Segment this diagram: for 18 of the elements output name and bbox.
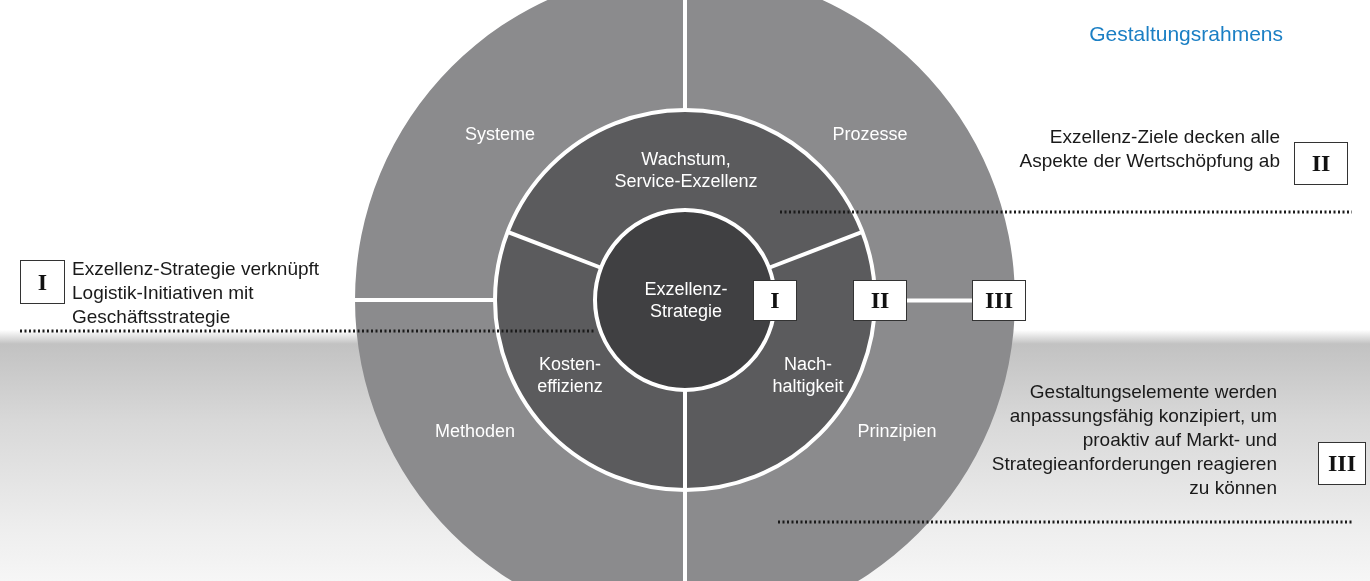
annotation-text: Gestaltungselemente werden anpassungsfähig konzipiert, um proaktiv auf Markt- und Strategieanforderungen reagieren zu können xyxy=(990,380,1277,500)
segment-label: Prozesse xyxy=(831,123,909,145)
roman-numeral-box: III xyxy=(972,280,1026,321)
segment-label: Nach- haltigkeit xyxy=(771,353,845,397)
roman-numeral-box: II xyxy=(1294,142,1348,185)
roman-numeral-box: III xyxy=(1318,442,1366,485)
roman-numeral-box: II xyxy=(853,280,907,321)
segment-label: Exzellenz- Strategie xyxy=(643,278,729,322)
annotation-text: Exzellenz-Strategie verknüpft Logistik-Initiativen mit Geschäftsstrategie xyxy=(72,257,321,329)
segment-label: Prinzipien xyxy=(856,420,938,442)
connector-line xyxy=(907,298,972,303)
title: Gestaltungsrahmens xyxy=(1089,22,1283,46)
roman-numeral-box: I xyxy=(20,260,65,304)
annotation-text: Exzellenz-Ziele decken alle Aspekte der Wertschöpfung ab xyxy=(1018,125,1280,173)
segment-label: Kosten- effizienz xyxy=(536,353,604,397)
segment-label: Systeme xyxy=(464,123,536,145)
segment-label: Wachstum, Service-Exzellenz xyxy=(613,148,759,192)
segment-label: Methoden xyxy=(433,420,517,442)
